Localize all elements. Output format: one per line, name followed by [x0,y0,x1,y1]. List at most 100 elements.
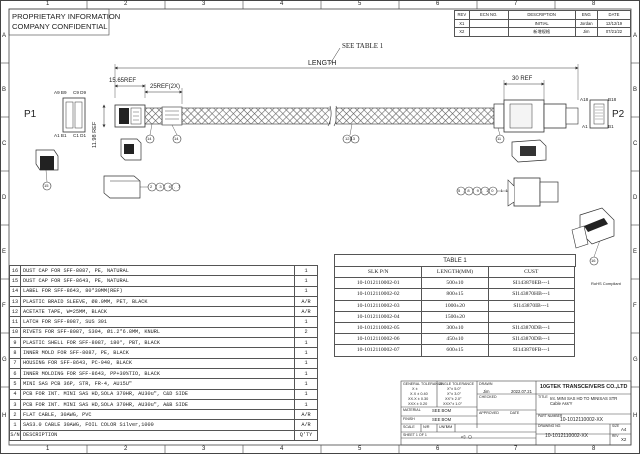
zone-col-7: 7 [514,1,518,7]
bom-description: LATCH FOR SFF-8087, SUS 301 [19,316,296,328]
zone-row-a-right: A [633,33,638,39]
material-value: SEE BOM [432,408,452,413]
bom-qty: 2 [294,326,318,339]
revision-row: X2 新增规格 Jim 07/21/22 [454,27,632,37]
bom-description: DESCRIPTION [19,429,296,442]
description-cell: INITIAL [507,18,576,29]
company-name: 10GTEK TRANSCEIVERS CO.,LTD [540,384,628,390]
ang-tol-2: XX°± 2.0° [445,397,462,401]
bom-qty: 1 [294,316,318,328]
length-cell: 1000±20 [421,299,489,312]
p2-label: P2 [612,109,625,120]
zone-col-4: 4 [280,1,284,7]
zone-row-f: F [2,303,6,309]
bom-qty: 1 [294,285,318,297]
zone-row-g-right: G [633,357,638,363]
slk-pn-header: SLK P/N [333,265,423,279]
rev-cell: X2 [454,27,470,37]
drawing-no-label: DRAWING NO. [538,424,562,428]
bom-qty: 1 [294,275,318,287]
zone-row-e: E [2,249,7,255]
bom-item-no: 1 [9,419,21,431]
zone-row-c: C [2,141,7,147]
proprietary-notice: PROPRIETARY INFORMATION [12,12,121,21]
bom-description: INNER MOLD FOR SFF-8087, PE, BLACK [19,347,296,359]
zone-col-6: 6 [436,1,440,7]
bom-description: HOUSING FOR SFF-8643, PC-940, BLACK [19,357,296,369]
callout-11: 11 [497,136,502,141]
date-cell: 12/12/19 [596,18,632,29]
general-tolerance-title: GENERAL TOLERANCE [403,382,443,386]
gen-tol-1: X.X ± 0.40 [410,392,428,396]
checked-label: CHECKED [479,395,497,399]
confidential-notice: COMPANY CONFIDENTIAL [12,22,108,31]
cust-header: CUST [487,265,576,279]
length-dimension: LENGTH [308,60,337,67]
description-cell: 新增规格 [507,27,576,37]
slk-pn-cell: 10-1012110002-02 [333,288,423,301]
p2-pin-b1: B1 [608,124,614,129]
bom-qty: 1 [294,378,318,390]
cust-cell: SI143870HB---1 [487,288,576,301]
bom-item-no: S/N [9,429,21,442]
sheet-count: SHEET 1 OF 1 [403,433,427,437]
callout-2-3-6-7: 2,3,6,7 [150,184,184,189]
bom-item-no: 13 [9,295,21,308]
revision-table: REV ECN NO. DESCRIPTION ENG DATE X1 INIT… [454,10,632,37]
date-col-header: DATE [596,10,632,20]
bom-qty: Q'TY [294,429,318,442]
gen-tol-3: XXX ± 0.20 [408,402,428,406]
bom-qty: 1 [294,264,318,277]
rev-label: REV [612,434,619,438]
bom-item-no: 14 [9,285,21,297]
zone-row-b-right: B [633,87,638,93]
zone-col-1: 1 [46,1,50,7]
bom-description: PLASTIC BRAID SLEEVE, Ø8.0MM, PET, BLACK [19,295,296,308]
zone-row-e-right: E [633,249,638,255]
p2-pin-b18: B18 [608,97,617,102]
bom-item-no: 16 [9,264,21,277]
dim-11-98-ref: 11.98 REF [92,121,98,148]
p2-pin-a18: A18 [580,97,589,102]
callout-14-label: 14 [174,136,179,141]
rev-col-header: REV [454,10,470,20]
bom-qty: 1 [294,337,318,349]
length-cell: 1500±20 [421,310,489,323]
bom-item-no: 4 [9,388,21,400]
ang-tol-1: X°± 3.0° [447,392,461,396]
finish-label: FINISH [403,417,415,421]
drawing-title: Int. MINI SAS HD TO MINISAS STR Cable As… [550,396,618,406]
zone-col-7-bottom: 7 [514,446,518,452]
approved-label: APPROVED [479,411,499,415]
bom-item-no: 3 [9,398,21,411]
bom-description: MINI SAS PCB 36P, STR, FR-4, AU15U" [19,378,296,390]
p1-pin-c9-d9: C9 D9 [73,90,87,95]
bom-description: ACETATE TAPE, W=25MM, BLACK [19,306,296,318]
date-label: DATE [510,411,520,415]
zone-col-3: 3 [202,1,206,7]
ecn-cell [468,18,509,29]
bom-item-no: 9 [9,337,21,349]
part-number-label: PART NUMBER [538,414,563,418]
dim-25-ref: 25REF(2X) [150,84,181,90]
callout-15: 15 [44,183,49,188]
bom-item-no: 2 [9,409,21,421]
ang-tol-3: XXX°± 1.0° [443,402,463,406]
cust-cell: SI143870FB---1 [487,344,576,357]
bom-item-no: 8 [9,347,21,359]
bom-description: DUST CAP FOR SFF-8087, PE, NATURAL [19,264,296,277]
size-label: SIZE [612,424,620,428]
bom-qty: 1 [294,347,318,359]
